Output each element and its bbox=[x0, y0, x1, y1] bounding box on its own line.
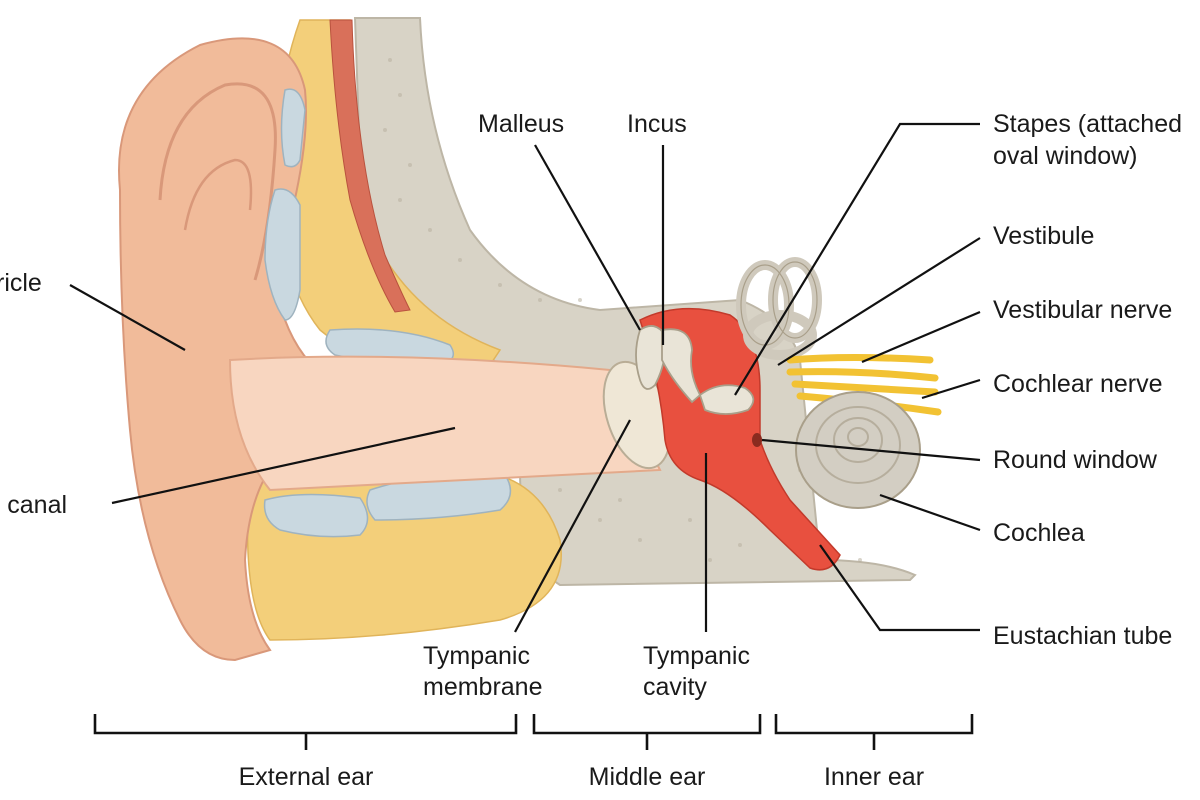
label-ear-canal: r canal bbox=[0, 491, 67, 519]
label-incus: Incus bbox=[627, 110, 687, 138]
bracket-external-ear bbox=[93, 714, 518, 750]
label-tympanic-cavity-line1: Tympanic bbox=[643, 642, 750, 670]
leader-cochlear-nerve bbox=[921, 378, 981, 400]
round-window-marker bbox=[752, 433, 762, 447]
region-brackets: External ear Middle ear Inner ear bbox=[93, 714, 974, 791]
region-label-external: External ear bbox=[239, 763, 374, 791]
leader-tympanic-membrane bbox=[514, 419, 631, 633]
auricle-fold-inner bbox=[183, 158, 253, 231]
label-cochlea: Cochlea bbox=[993, 519, 1085, 547]
leader-ear-canal bbox=[111, 426, 456, 505]
leader-malleus bbox=[534, 144, 641, 331]
label-round-window: Round window bbox=[993, 446, 1158, 474]
label-stapes-line1: Stapes (attached bbox=[993, 110, 1182, 138]
region-label-middle: Middle ear bbox=[589, 763, 706, 791]
label-tympanic-cavity-line2: cavity bbox=[643, 673, 707, 701]
leader-cochlea bbox=[879, 493, 981, 532]
malleus-bone bbox=[635, 325, 667, 390]
ear-illustration bbox=[118, 17, 942, 662]
stapes-bone bbox=[698, 384, 755, 415]
bracket-middle-ear bbox=[532, 714, 762, 750]
label-stapes-line2: oval window) bbox=[993, 142, 1138, 170]
leader-auricle bbox=[69, 284, 186, 351]
leader-vestibular-nerve bbox=[861, 310, 981, 364]
leader-eustachian-tube bbox=[819, 544, 980, 632]
labels: ricle r canal Malleus Incus Stapes (atta… bbox=[0, 110, 1182, 701]
leader-round-window bbox=[761, 438, 981, 462]
label-malleus: Malleus bbox=[478, 110, 564, 138]
incus-bone bbox=[661, 328, 702, 404]
region-label-inner: Inner ear bbox=[824, 763, 924, 791]
label-tympanic-membrane-line1: Tympanic bbox=[423, 642, 530, 670]
cartilage-upper bbox=[264, 88, 306, 321]
label-eustachian-tube: Eustachian tube bbox=[993, 622, 1172, 650]
leader-vestibule bbox=[777, 237, 981, 366]
leader-lines bbox=[69, 122, 981, 633]
label-tympanic-membrane-line2: membrane bbox=[423, 673, 543, 701]
label-auricle: ricle bbox=[0, 269, 42, 297]
muscle-layer bbox=[329, 19, 411, 313]
leader-stapes bbox=[734, 122, 980, 396]
label-cochlear-nerve: Cochlear nerve bbox=[993, 370, 1163, 398]
label-vestibular-nerve: Vestibular nerve bbox=[993, 296, 1172, 324]
label-vestibule: Vestibule bbox=[993, 222, 1094, 250]
vestibular-nerve-bundle bbox=[786, 354, 934, 364]
ear-canal bbox=[228, 355, 662, 492]
cochlea-shape bbox=[795, 391, 921, 509]
bracket-inner-ear bbox=[774, 714, 974, 750]
canal-lateral bbox=[743, 310, 817, 360]
ossicles bbox=[635, 325, 755, 415]
